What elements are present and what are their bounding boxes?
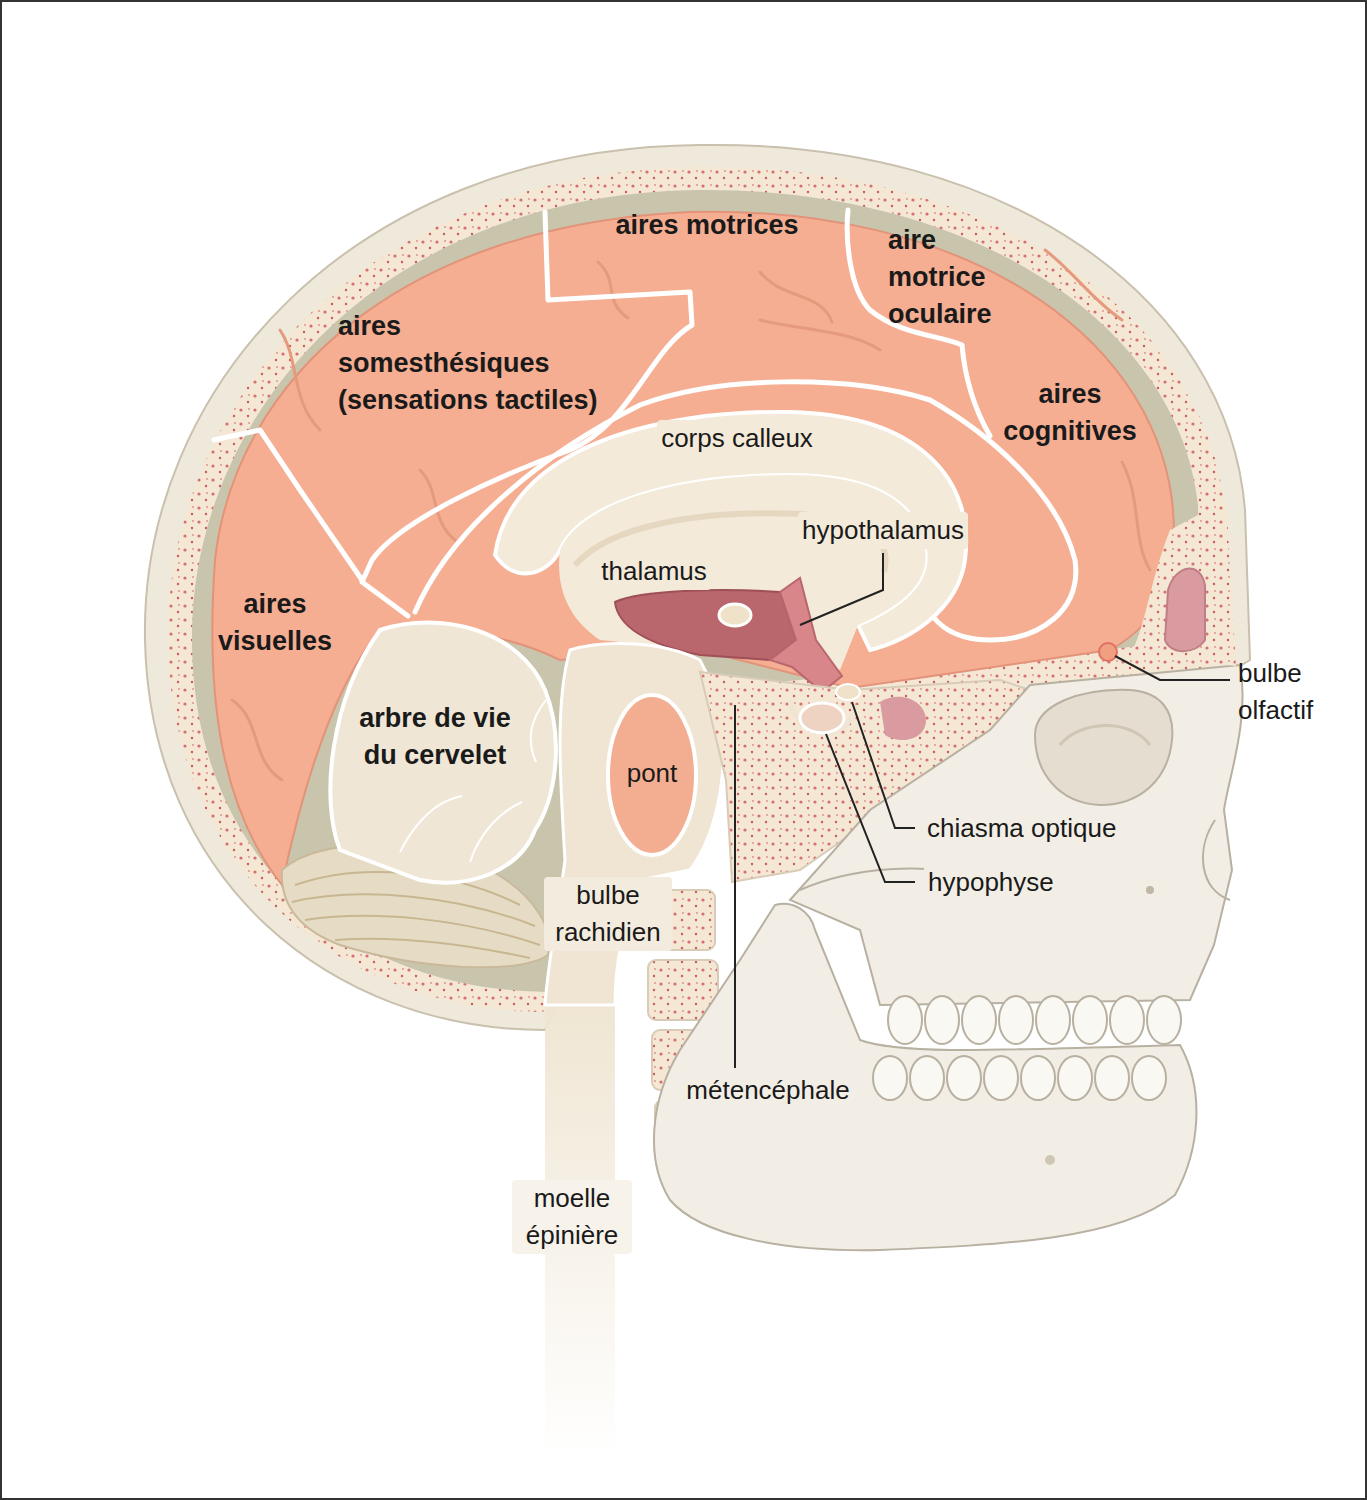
structure-label: bulbe olfactif [1238,655,1330,729]
region-label: arbre de vie du cervelet [351,700,519,774]
orbit-shadow [1060,725,1150,745]
pituitary-shape [800,703,844,733]
region-label: aires motrices [615,207,798,244]
frontal-bone [1130,500,1236,666]
foramen [1146,886,1154,894]
interthalamic-adhesion [719,604,751,626]
upper-teeth [888,996,1181,1044]
region-label: aires visuelles [210,586,340,660]
optic-chiasm-shape [836,684,860,700]
structure-label: hypothalamus [798,512,968,549]
structure-label: moelle épinière [512,1180,632,1254]
cerebellum-folia [292,872,540,958]
mental-foramen [1045,1155,1055,1165]
structure-label: hypophyse [924,864,1058,901]
leader-hypothalamus [800,553,883,625]
dura [192,190,1200,992]
nasal-aperture [1203,820,1230,900]
hypothalamus-shape [770,578,842,692]
region-label: aires somesthésiques (sensations tactile… [338,308,610,419]
region-label: aire motrice oculaire [888,222,1018,333]
sella [790,700,856,733]
arbor-vitae [330,623,556,883]
sphenoid-sinus [880,697,926,740]
structure-label: corps calleux [657,420,817,457]
leader-pituitary [826,734,915,882]
scalp [145,145,1250,1030]
structure-label: pont [627,755,678,792]
pons-shape [608,695,696,855]
region-label: aires cognitives [995,376,1145,450]
orbit [1035,690,1172,805]
leader-olfactory [1115,656,1230,680]
structure-label: métencéphale [682,1072,853,1109]
lower-teeth [873,1056,1166,1100]
structure-label: thalamus [597,553,711,590]
leader-chiasm [852,702,915,828]
leader-lines [735,553,1230,1068]
face-skull [790,665,1243,1005]
brainstem [545,643,724,1005]
frontal-sinus [1165,569,1205,652]
leader-metencephalon [734,705,736,1068]
olfactory-bulb-shape [1099,643,1117,661]
diencephalon [559,475,926,670]
structure-label: bulbe rachidien [544,877,672,951]
structure-label: chiasma optique [923,810,1120,847]
